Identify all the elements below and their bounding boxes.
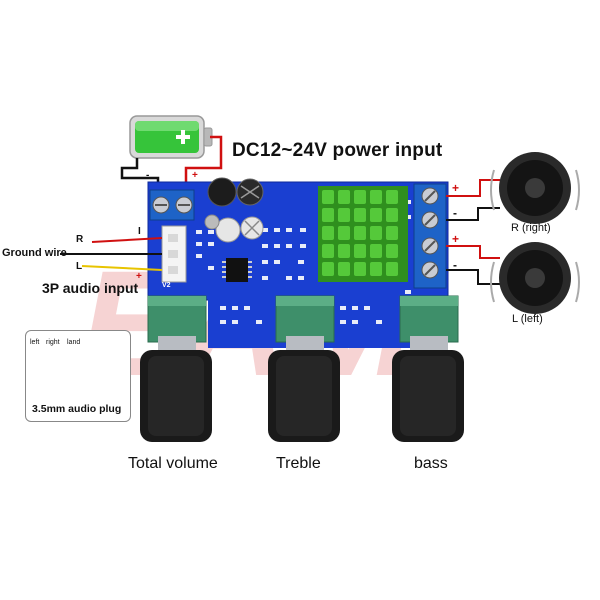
plug-right-label: right	[46, 339, 60, 346]
input-pin-l: L	[76, 261, 83, 272]
heatsink	[318, 186, 408, 282]
speaker-left-icon	[490, 242, 580, 314]
knob-treble-icon	[268, 295, 340, 442]
power-wire-red	[184, 135, 223, 192]
knob-bass-icon	[392, 295, 464, 442]
audio-input-label: 3P audio input	[42, 280, 139, 296]
speaker-right-icon	[490, 152, 580, 224]
treble-label: Treble	[276, 455, 321, 472]
power-terminal-block	[149, 189, 195, 221]
speaker-right-label: R (right)	[511, 222, 551, 234]
speaker-right-wire-black	[446, 207, 500, 221]
plug-land-label: land	[67, 339, 81, 346]
speaker-terminal-block	[413, 183, 447, 289]
ic-chip	[226, 258, 248, 282]
speaker-l-plus-mark: +	[452, 232, 460, 246]
smd-components	[196, 200, 411, 324]
power-minus-mark: -	[146, 170, 150, 181]
volume-label: Total volume	[128, 455, 218, 472]
audio-input-connector	[161, 225, 187, 283]
audio-plug-box: left right land 3.5mm audio plug	[25, 330, 131, 422]
battery-icon	[129, 115, 213, 159]
power-input-label: DC12~24V power input	[232, 140, 443, 161]
power-wire-black	[120, 158, 160, 192]
speaker-left-wire-red	[446, 245, 500, 259]
bass-label: bass	[414, 455, 448, 472]
input-wire-yellow	[81, 265, 163, 271]
speaker-left-label: L (left)	[512, 313, 543, 325]
board-version: V2	[162, 282, 171, 289]
speaker-l-minus-mark: -	[453, 258, 457, 272]
input-pin-r: R	[76, 234, 84, 245]
speaker-r-plus-mark: +	[452, 181, 460, 195]
plug-caption: 3.5mm audio plug	[32, 403, 122, 415]
plug-left-label: left	[30, 339, 40, 346]
speaker-r-minus-mark: -	[453, 206, 457, 220]
ground-wire-label: Ground wire	[2, 247, 67, 259]
input-pin-i: I	[138, 226, 141, 237]
knob-volume-icon	[140, 295, 212, 442]
capacitors	[204, 177, 264, 243]
speaker-right-wire-red	[446, 179, 500, 197]
input-plus-mark: +	[136, 271, 142, 282]
input-wire-red	[91, 237, 163, 243]
speaker-left-wire-black	[446, 269, 500, 285]
power-plus-mark: +	[192, 170, 198, 181]
